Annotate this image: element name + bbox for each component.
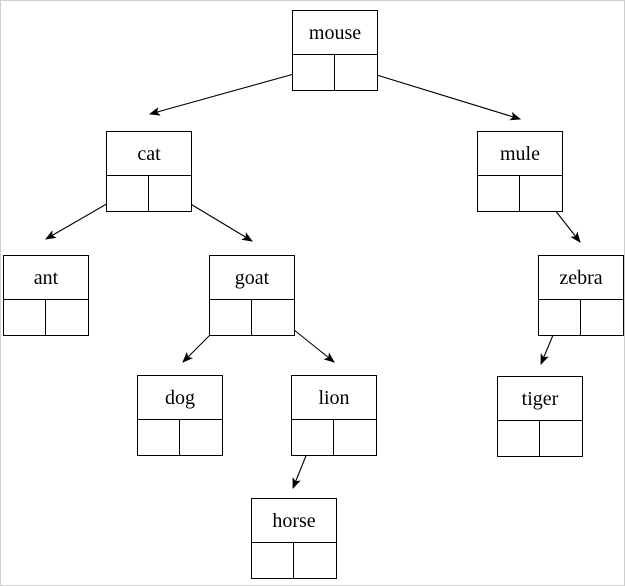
tree-node-label-ant: ant — [4, 256, 88, 300]
tree-node-goat[interactable]: goat — [209, 255, 295, 336]
tree-node-ant[interactable]: ant — [3, 255, 89, 336]
tree-node-zebra[interactable]: zebra — [538, 255, 624, 336]
tree-node-mule[interactable]: mule — [477, 131, 563, 212]
tree-node-horse[interactable]: horse — [251, 498, 337, 579]
tree-node-left-pointer-mule — [478, 176, 520, 212]
tree-node-right-pointer-mouse — [335, 55, 377, 91]
tree-node-label-cat: cat — [107, 132, 191, 176]
tree-node-pointers-goat — [210, 300, 294, 336]
tree-node-label-tiger: tiger — [498, 377, 582, 421]
tree-node-cat[interactable]: cat — [106, 131, 192, 212]
tree-node-label-goat: goat — [210, 256, 294, 300]
tree-node-left-pointer-zebra — [539, 300, 581, 336]
tree-edge-mouse-to-mule — [353, 67, 522, 121]
tree-node-right-pointer-goat — [252, 300, 294, 336]
tree-node-dog[interactable]: dog — [137, 375, 223, 456]
tree-node-left-pointer-dog — [138, 420, 180, 456]
tree-node-label-zebra: zebra — [539, 256, 623, 300]
tree-node-pointers-cat — [107, 176, 191, 212]
tree-node-right-pointer-dog — [180, 420, 222, 456]
tree-edge-mouse-to-cat — [148, 68, 313, 116]
tree-node-left-pointer-tiger — [498, 421, 540, 457]
tree-node-label-horse: horse — [252, 499, 336, 543]
tree-node-tiger[interactable]: tiger — [497, 376, 583, 457]
tree-node-pointers-lion — [292, 420, 376, 456]
tree-node-pointers-dog — [138, 420, 222, 456]
tree-node-pointers-mule — [478, 176, 562, 212]
tree-node-label-lion: lion — [292, 376, 376, 420]
tree-node-right-pointer-zebra — [581, 300, 623, 336]
tree-node-right-pointer-mule — [520, 176, 562, 212]
tree-node-right-pointer-lion — [334, 420, 376, 456]
tree-node-right-pointer-ant — [46, 300, 88, 336]
tree-node-pointers-mouse — [293, 55, 377, 91]
tree-node-left-pointer-lion — [292, 420, 334, 456]
tree-node-right-pointer-tiger — [540, 421, 582, 457]
tree-node-label-mule: mule — [478, 132, 562, 176]
tree-node-label-mouse: mouse — [293, 11, 377, 55]
tree-node-lion[interactable]: lion — [291, 375, 377, 456]
tree-node-pointers-horse — [252, 543, 336, 579]
tree-node-left-pointer-mouse — [293, 55, 335, 91]
tree-node-left-pointer-horse — [252, 543, 294, 579]
tree-node-left-pointer-ant — [4, 300, 46, 336]
tree-node-pointers-ant — [4, 300, 88, 336]
tree-node-mouse[interactable]: mouse — [292, 10, 378, 91]
tree-node-pointers-tiger — [498, 421, 582, 457]
tree-node-left-pointer-cat — [107, 176, 149, 212]
tree-node-right-pointer-cat — [149, 176, 191, 212]
tree-node-label-dog: dog — [138, 376, 222, 420]
tree-node-left-pointer-goat — [210, 300, 252, 336]
tree-node-pointers-zebra — [539, 300, 623, 336]
tree-node-right-pointer-horse — [294, 543, 336, 579]
